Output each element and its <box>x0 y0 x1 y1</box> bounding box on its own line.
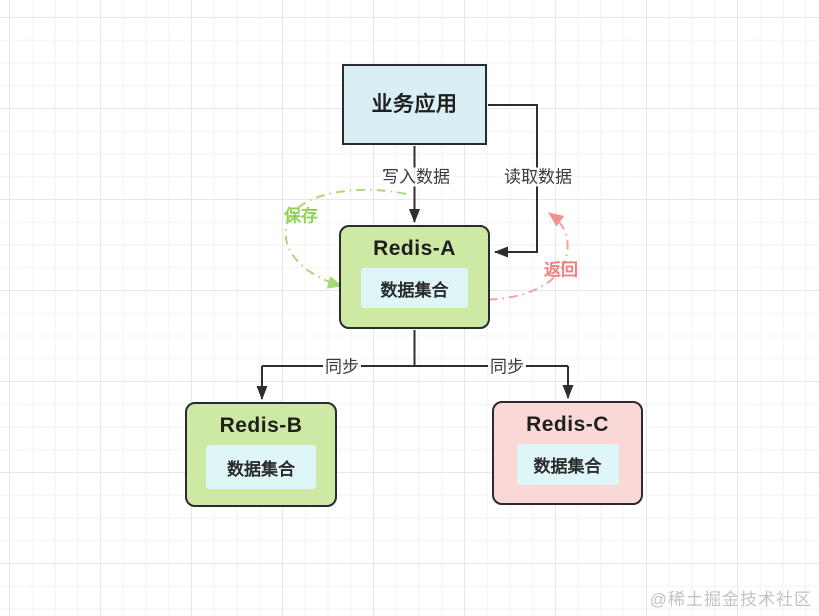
edge-label-save: 保存 <box>284 206 318 226</box>
edge-save-arc <box>284 188 407 289</box>
node-redis-c: Redis-C 数据集合 <box>492 401 643 505</box>
redis-a-dataset: 数据集合 <box>361 268 468 308</box>
edge-label-write: 写入数据 <box>380 167 452 187</box>
edge-label-sync-right: 同步 <box>488 357 526 377</box>
edge-label-read: 读取数据 <box>502 167 574 187</box>
redis-c-dataset: 数据集合 <box>516 444 619 485</box>
business-app-label: 业务应用 <box>371 93 458 116</box>
node-redis-b: Redis-B 数据集合 <box>185 402 337 507</box>
edge-return-arc <box>467 212 569 301</box>
node-redis-a: Redis-A 数据集合 <box>339 225 490 329</box>
edge-label-sync-left: 同步 <box>323 357 361 377</box>
redis-b-title: Redis-B <box>219 414 303 437</box>
redis-b-dataset: 数据集合 <box>206 445 316 489</box>
redis-a-title: Redis-A <box>373 237 456 260</box>
redis-c-title: Redis-C <box>526 413 609 436</box>
node-business-app: 业务应用 <box>342 64 487 145</box>
watermark: @稀土掘金技术社区 <box>649 590 812 609</box>
edge-label-return: 返回 <box>544 260 578 280</box>
